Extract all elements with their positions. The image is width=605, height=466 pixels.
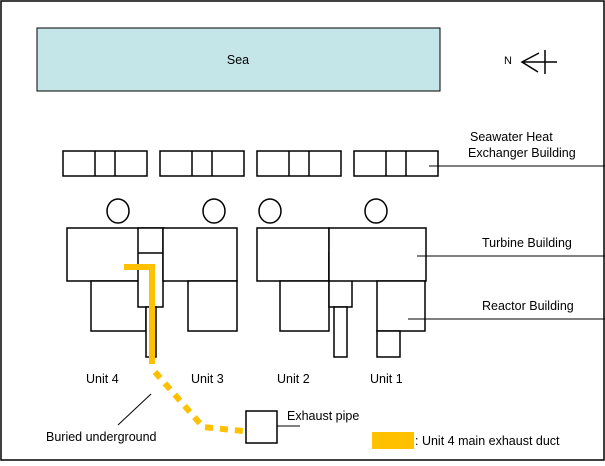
unit-3-buildings: [162, 227, 238, 332]
legend-swatch: [372, 432, 414, 449]
north-label: N: [504, 55, 512, 67]
unit-2-label: Unit 2: [277, 372, 310, 386]
seawater-label-line2: Exchanger Building: [468, 146, 576, 160]
exhaust-pipe: [245, 410, 278, 444]
unit-1-label: Unit 1: [370, 372, 403, 386]
sea-area: [36, 27, 441, 92]
unit-3-label: Unit 3: [191, 372, 224, 386]
turbine-label: Turbine Building: [482, 236, 572, 250]
exhaust-stack-circles: [106, 198, 388, 224]
seawater-label-line1: Seawater Heat: [470, 130, 553, 144]
north-arrow-icon: [520, 50, 557, 74]
buried-leader: [117, 393, 152, 426]
unit-1-buildings: [328, 227, 427, 358]
buried-label: Buried underground: [46, 430, 157, 444]
unit-4-exhaust-duct: [124, 264, 244, 434]
exhaust-pipe-label: Exhaust pipe: [287, 409, 359, 423]
sea-label: Sea: [227, 53, 249, 67]
unit-4-label: Unit 4: [86, 372, 119, 386]
seawater-heat-exchanger-buildings: [62, 150, 439, 177]
legend-label: : Unit 4 main exhaust duct: [415, 434, 560, 448]
reactor-label: Reactor Building: [482, 299, 574, 313]
